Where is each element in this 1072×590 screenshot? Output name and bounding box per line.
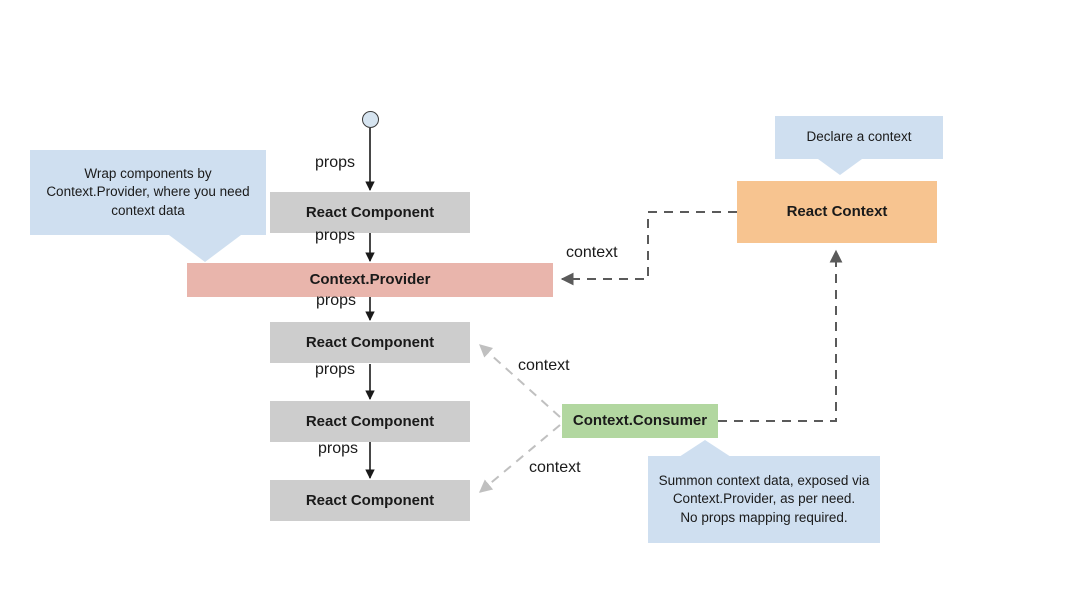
node-context-provider[interactable]: Context.Provider <box>187 263 553 297</box>
node-label: React Component <box>305 491 435 509</box>
node-label: React Component <box>305 333 435 351</box>
node-label: Context.Provider <box>309 271 431 288</box>
edge-consumer-to-component2 <box>479 344 561 418</box>
callout-declare-context-tail <box>818 159 862 175</box>
edge-label-context-lower: context <box>529 459 581 476</box>
node-label: React Context <box>786 203 888 220</box>
edge-label-props-1: props <box>315 154 356 171</box>
edge-label-props-5: props <box>318 440 359 457</box>
callout-wrap-components-tail <box>169 235 241 262</box>
node-react-component-3[interactable]: React Component <box>270 401 470 442</box>
node-react-component-1[interactable]: React Component <box>270 192 470 233</box>
node-label: Context.Consumer <box>572 412 708 429</box>
node-react-component-4[interactable]: React Component <box>270 480 470 521</box>
edge-label-context-provider: context <box>566 244 618 261</box>
callout-text: Summon context data, exposed via Context… <box>658 473 870 525</box>
callout-declare-context: Declare a context <box>775 116 943 159</box>
callout-text: Declare a context <box>806 129 912 145</box>
callout-summon-context: Summon context data, exposed via Context… <box>648 456 880 543</box>
edge-consumer-to-context <box>718 249 843 422</box>
node-react-component-2[interactable]: React Component <box>270 322 470 363</box>
start-node-circle <box>362 111 379 128</box>
edge-label-context-upper: context <box>518 357 570 374</box>
callout-text: Wrap components by Context.Provider, whe… <box>46 166 250 218</box>
edge-label-props-3: props <box>316 292 357 309</box>
callout-wrap-components: Wrap components by Context.Provider, whe… <box>30 150 266 235</box>
node-label: React Component <box>305 412 435 430</box>
node-react-context[interactable]: React Context <box>737 181 937 243</box>
edge-label-props-4: props <box>315 361 356 378</box>
node-context-consumer[interactable]: Context.Consumer <box>562 404 718 438</box>
node-label: React Component <box>305 203 435 221</box>
edge-label-props-2: props <box>315 227 356 244</box>
callout-summon-context-tail <box>679 440 731 457</box>
